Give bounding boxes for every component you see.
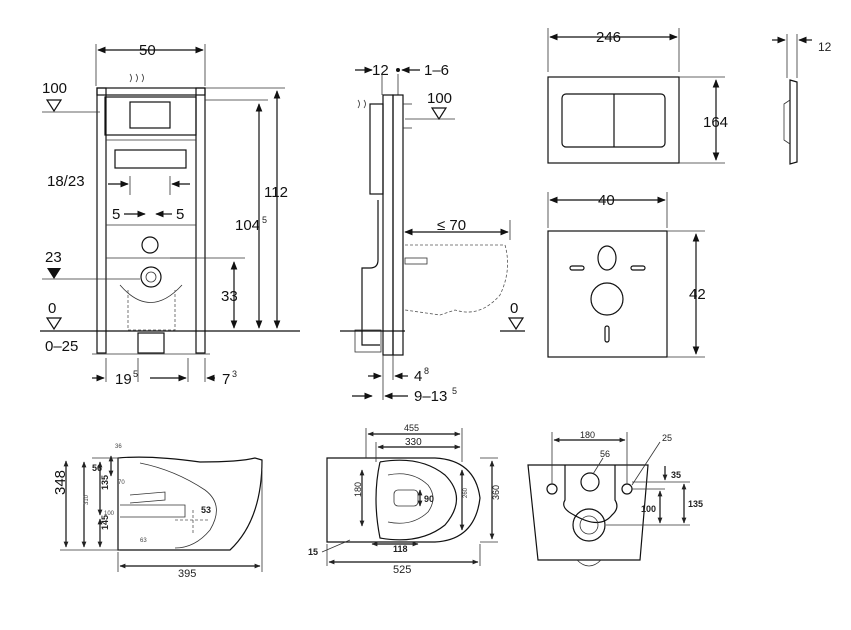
wc-118-label: 118 xyxy=(393,544,408,554)
side-depth-label: ≤ 70 xyxy=(437,217,466,234)
side-level-100-label: 100 xyxy=(427,90,452,107)
pad-height-label: 42 xyxy=(689,286,706,303)
side-level-0-label: 0 xyxy=(510,300,518,317)
height-mount-label: 104 xyxy=(235,217,260,234)
level-23-label: 23 xyxy=(45,249,62,266)
side-top-left-label: 12 xyxy=(372,62,389,79)
back-135-label: 135 xyxy=(688,499,703,509)
flush-plate-view: 246 164 12 xyxy=(547,28,832,165)
sound-pad-view: 40 42 xyxy=(547,192,706,358)
wc-90-label: 90 xyxy=(424,494,434,504)
wc-height-label: 348 xyxy=(52,470,69,495)
level-0-label: 0 xyxy=(48,300,56,317)
wc-310-label: 310 xyxy=(84,494,90,505)
plate-height-label: 164 xyxy=(703,114,728,131)
back-56-label: 56 xyxy=(600,449,610,459)
wc-top-180-label: 180 xyxy=(353,482,363,497)
brand-logo: GEBERIT xyxy=(126,154,175,166)
wc-15-label: 15 xyxy=(308,547,318,557)
wc-36-label: 36 xyxy=(115,444,122,450)
side-bottom-a-label: 4 xyxy=(414,368,422,385)
back-35-label: 35 xyxy=(671,470,681,480)
wc-side-view: 348 310 135 145 56 36 70 100 63 53 395 xyxy=(52,444,263,580)
wc-100-label: 100 xyxy=(104,511,115,517)
offset-right-label: 5 xyxy=(176,206,184,223)
back-180-label: 180 xyxy=(580,430,595,440)
wc-length-label: 395 xyxy=(178,568,196,580)
bottom-left-sup: 5 xyxy=(133,369,138,379)
height-mount-sup: 5 xyxy=(262,215,267,225)
wc-260-label: 260 xyxy=(463,487,469,498)
wc-top-view: 455 330 180 90 260 360 118 15 525 xyxy=(308,423,501,576)
wc-63-label: 63 xyxy=(140,538,147,544)
back-100-label: 100 xyxy=(641,504,656,514)
wc-70-label: 70 xyxy=(118,480,125,486)
frame-side-view: 12 1–6 100 ≤ 70 0 4 xyxy=(340,62,525,405)
wc-330-label: 330 xyxy=(405,437,422,448)
wc-top-length-label: 525 xyxy=(393,564,411,576)
level-100-label: 100 xyxy=(42,80,67,97)
floor-range-label: 0–25 xyxy=(45,338,78,355)
side-bottom-a-sup: 8 xyxy=(424,366,429,376)
pad-width-label: 40 xyxy=(598,192,615,209)
bottom-left-label: 19 xyxy=(115,371,132,388)
frame-width-label: 50 xyxy=(139,42,156,59)
height-33-label: 33 xyxy=(221,288,238,305)
bottom-right-sup: 3 xyxy=(232,369,237,379)
wc-outlet-label: 53 xyxy=(201,505,211,515)
wc-135-label: 135 xyxy=(100,475,110,490)
back-25-label: 25 xyxy=(662,433,672,443)
wc-455-label: 455 xyxy=(404,423,419,433)
bottom-right-label: 7 xyxy=(222,371,230,388)
frame-front-view: 50 GEBERIT 18/23 5 5 100 xyxy=(40,42,300,388)
wc-56-label: 56 xyxy=(92,463,102,473)
offset-left-label: 5 xyxy=(112,206,120,223)
plate-width-label: 246 xyxy=(596,29,621,46)
side-top-right-label: 1–6 xyxy=(424,62,449,79)
wc-360-label: 360 xyxy=(491,485,501,500)
wc-145-label: 145 xyxy=(100,515,110,530)
wc-back-view: 180 25 56 35 100 135 xyxy=(527,430,703,567)
height-total-label: 112 xyxy=(264,184,288,201)
plate-thickness-label: 12 xyxy=(818,40,832,54)
pipe-diameter-label: 18/23 xyxy=(47,173,85,190)
side-bottom-b-label: 9–13 xyxy=(414,388,447,405)
side-bottom-b-sup: 5 xyxy=(452,386,457,396)
